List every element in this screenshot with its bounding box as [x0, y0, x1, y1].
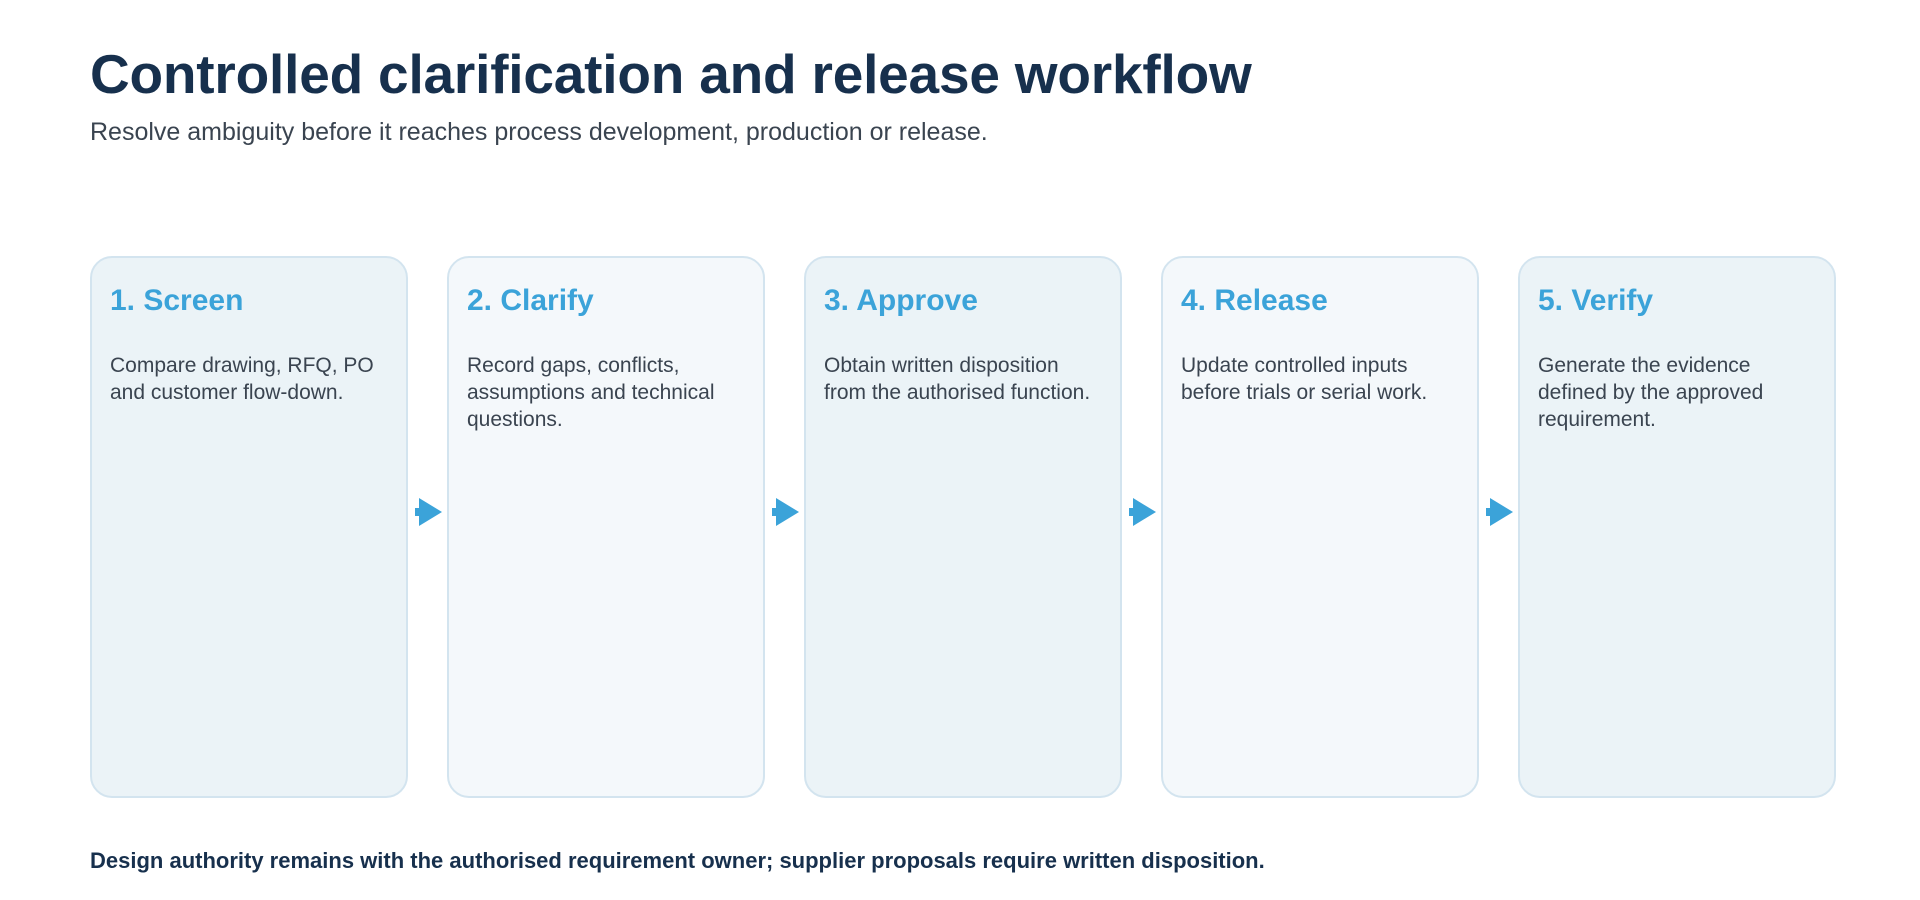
step-title: 4. Release [1181, 284, 1328, 317]
step-title: 5. Verify [1538, 284, 1654, 317]
step-card-approve: 3. Approve Obtain written disposition fr… [804, 256, 1122, 798]
arrow-right-icon [772, 498, 799, 526]
step-card-verify: 5. Verify Generate the evidence defined … [1518, 256, 1836, 798]
arrow-right-icon [1486, 498, 1513, 526]
footer-note: Design authority remains with the author… [90, 848, 1265, 873]
page-title: Controlled clarification and release wor… [90, 43, 1252, 105]
step-description: Compare drawing, RFQ, PO and customer fl… [110, 354, 374, 404]
workflow-steps: 1. Screen Compare drawing, RFQ, PO and c… [90, 256, 1836, 798]
step-description: Record gaps, conflicts, assumptions and … [467, 354, 715, 431]
step-card-clarify: 2. Clarify Record gaps, conflicts, assum… [447, 256, 765, 798]
arrow-right-icon [1129, 498, 1156, 526]
page-subtitle: Resolve ambiguity before it reaches proc… [90, 118, 988, 146]
step-card-screen: 1. Screen Compare drawing, RFQ, PO and c… [90, 256, 408, 798]
step-description: Obtain written disposition from the auth… [824, 354, 1091, 404]
step-description: Generate the evidence defined by the app… [1538, 354, 1764, 431]
step-title: 3. Approve [824, 284, 978, 317]
step-card-release: 4. Release Update controlled inputs befo… [1161, 256, 1479, 798]
arrow-right-icon [415, 498, 442, 526]
step-title: 1. Screen [110, 284, 244, 317]
step-title: 2. Clarify [467, 284, 594, 317]
step-description: Update controlled inputs before trials o… [1181, 354, 1428, 404]
